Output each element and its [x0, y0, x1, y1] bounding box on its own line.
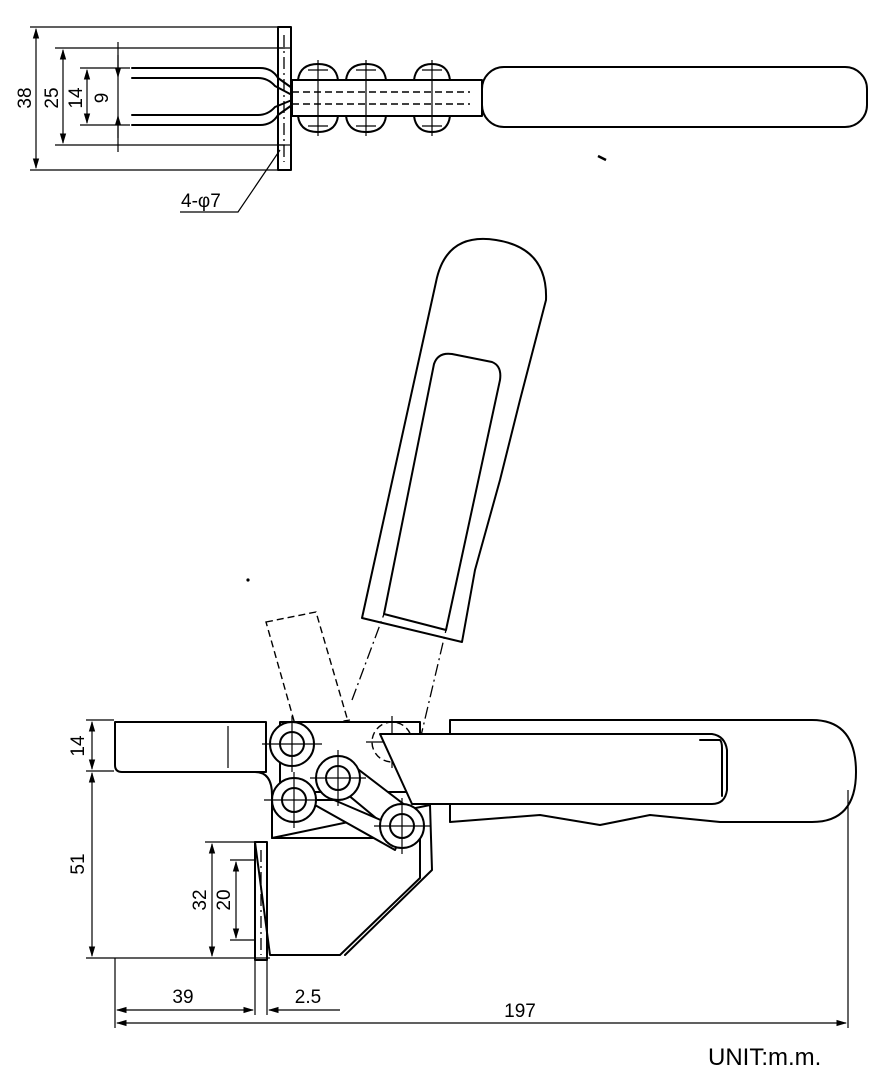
dim-14-side: 14	[68, 735, 89, 757]
dim-38: 38	[15, 87, 36, 108]
dim-holes: 4-φ7	[181, 191, 221, 212]
dim-39: 39	[172, 987, 193, 1008]
dim-2-5: 2.5	[295, 987, 321, 1008]
dim-197: 197	[504, 1001, 536, 1022]
top-view: 38 25 14 9 4-	[15, 26, 868, 213]
lowered-handle-grip	[449, 719, 857, 826]
dim-14-top: 14	[66, 87, 87, 109]
dim-32: 32	[190, 889, 211, 910]
side-view: 14 51 32 20 39 2.5 197	[68, 237, 857, 1028]
clamp-body	[114, 721, 267, 773]
raised-handle-grip	[361, 237, 548, 643]
unit-label: UNIT:m.m.	[708, 1044, 822, 1071]
dim-9: 9	[92, 93, 113, 104]
dim-51: 51	[68, 853, 89, 874]
dim-25: 25	[42, 87, 63, 108]
dim-20: 20	[214, 889, 235, 910]
top-view-handle	[481, 66, 868, 128]
